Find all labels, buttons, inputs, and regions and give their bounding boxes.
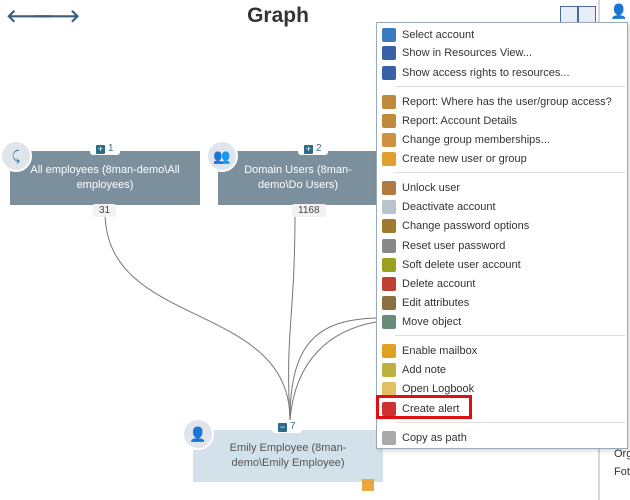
node-label: All employees (8man-demo\All employees)	[30, 164, 180, 191]
menu-item-change-password-options[interactable]: Change password options	[377, 216, 625, 235]
menu-item-show-access-rights-to-resources[interactable]: Show access rights to resources...	[377, 63, 625, 82]
edit-attributes-icon	[382, 295, 396, 310]
reset-user-password-icon	[382, 238, 396, 253]
change-password-options-icon	[382, 218, 396, 233]
delete-account-icon	[382, 276, 396, 291]
menu-item-label: Show access rights to resources...	[402, 66, 570, 79]
create-alert-icon	[382, 401, 396, 416]
deactivate-account-icon	[382, 199, 396, 214]
badge-count: 1	[108, 143, 114, 154]
show-in-resources-view-icon	[382, 45, 396, 60]
node-label: Emily Employee (8man-demo\Emily Employee…	[229, 442, 347, 469]
group-node-all-employees[interactable]: All employees (8man-demo\All employees)	[10, 151, 200, 205]
menu-item-label: Report: Where has the user/group access?	[402, 95, 612, 108]
menu-item-report-account-details[interactable]: Report: Account Details	[377, 111, 625, 130]
side-panel-item: Org	[614, 448, 630, 460]
user-icon: 👤	[182, 418, 214, 450]
menu-item-report-where-has-the-user-group-access[interactable]: Report: Where has the user/group access?	[377, 92, 625, 111]
note-icon[interactable]	[362, 479, 374, 491]
report-account-details-icon	[382, 113, 396, 128]
menu-item-show-in-resources-view[interactable]: Show in Resources View...	[377, 43, 625, 62]
expand-badge[interactable]: +1	[90, 142, 120, 155]
soft-delete-user-account-icon	[382, 257, 396, 272]
menu-item-label: Reset user password	[402, 239, 506, 252]
show-access-rights-to-resources-icon	[382, 65, 396, 80]
menu-item-unlock-user[interactable]: Unlock user	[377, 178, 625, 197]
menu-item-deactivate-account[interactable]: Deactivate account	[377, 197, 625, 216]
highlight-box	[376, 395, 472, 419]
menu-item-enable-mailbox[interactable]: Enable mailbox	[377, 341, 625, 360]
menu-item-label: Delete account	[402, 277, 476, 290]
move-object-icon	[382, 314, 396, 329]
menu-item-delete-account[interactable]: Delete account	[377, 274, 625, 293]
enable-mailbox-icon	[382, 343, 396, 358]
menu-item-label: Create new user or group	[402, 152, 527, 165]
menu-item-reset-user-password[interactable]: Reset user password	[377, 236, 625, 255]
edge	[288, 211, 296, 421]
menu-item-label: Unlock user	[402, 181, 461, 194]
menu-item-label: Enable mailbox	[402, 344, 478, 357]
menu-item-label: Soft delete user account	[402, 258, 521, 271]
back-button[interactable]: 🡐	[6, 6, 55, 26]
menu-item-copy-as-path[interactable]: Copy as path	[377, 428, 625, 447]
change-group-memberships-icon	[382, 132, 396, 147]
menu-item-label: Add note	[402, 363, 447, 376]
menu-item-label: Select account	[402, 28, 475, 41]
add-note-icon	[382, 362, 396, 377]
menu-separator	[395, 422, 625, 423]
edge	[289, 321, 377, 421]
menu-separator	[395, 335, 625, 336]
menu-item-label: Open Logbook	[402, 382, 475, 395]
menu-item-edit-attributes[interactable]: Edit attributes	[377, 293, 625, 312]
badge-count: 7	[290, 421, 296, 432]
page-title: Graph	[247, 4, 309, 27]
menu-item-create-new-user-or-group[interactable]: Create new user or group	[377, 149, 625, 168]
menu-item-label: Deactivate account	[402, 200, 496, 213]
expand-badge[interactable]: +2	[298, 142, 328, 155]
menu-separator	[395, 86, 625, 87]
menu-separator	[395, 172, 625, 173]
plus-icon: +	[96, 144, 105, 154]
open-logbook-icon	[382, 381, 396, 396]
badge-count: 2	[316, 143, 322, 154]
node-label: Domain Users (8man-demo\Do Users)	[244, 164, 352, 191]
copy-as-path-icon	[382, 430, 396, 445]
menu-item-soft-delete-user-account[interactable]: Soft delete user account	[377, 255, 625, 274]
collapse-badge[interactable]: −7	[272, 420, 302, 433]
group-icon: ⤹	[0, 140, 32, 172]
menu-item-add-note[interactable]: Add note	[377, 360, 625, 379]
minus-icon: −	[278, 422, 287, 432]
edge	[104, 211, 291, 421]
member-count: 1168	[292, 204, 326, 217]
select-account-icon	[382, 27, 396, 42]
plus-icon: +	[304, 144, 313, 154]
side-panel-item: Foto	[614, 466, 630, 478]
menu-item-label: Report: Account Details	[402, 114, 517, 127]
member-count: 31	[93, 204, 117, 217]
menu-item-move-object[interactable]: Move object	[377, 312, 625, 331]
menu-item-label: Change password options	[402, 219, 530, 232]
forward-button[interactable]: 🡒	[32, 6, 81, 26]
create-new-user-or-group-icon	[382, 151, 396, 166]
menu-item-select-account[interactable]: Select account	[377, 25, 625, 44]
menu-item-create-alert[interactable]: Create alert	[377, 399, 625, 418]
edge	[289, 317, 377, 421]
menu-item-change-group-memberships[interactable]: Change group memberships...	[377, 130, 625, 149]
menu-item-label: Create alert	[402, 402, 460, 415]
menu-item-label: Edit attributes	[402, 296, 470, 309]
report-where-has-the-user-group-access-icon	[382, 94, 396, 109]
users-group-icon: 👥	[206, 140, 238, 172]
menu-item-label: Show in Resources View...	[402, 46, 533, 59]
menu-item-label: Copy as path	[402, 431, 467, 444]
group-node-domain-users[interactable]: Domain Users (8man-demo\Do Users)	[218, 151, 378, 205]
unlock-user-icon	[382, 180, 396, 195]
menu-item-label: Change group memberships...	[402, 133, 550, 146]
user-icon: 👤	[610, 3, 628, 19]
user-node-emily[interactable]: Emily Employee (8man-demo\Emily Employee…	[193, 430, 383, 482]
menu-item-label: Move object	[402, 315, 462, 328]
menu-item-open-logbook[interactable]: Open Logbook	[377, 379, 625, 398]
